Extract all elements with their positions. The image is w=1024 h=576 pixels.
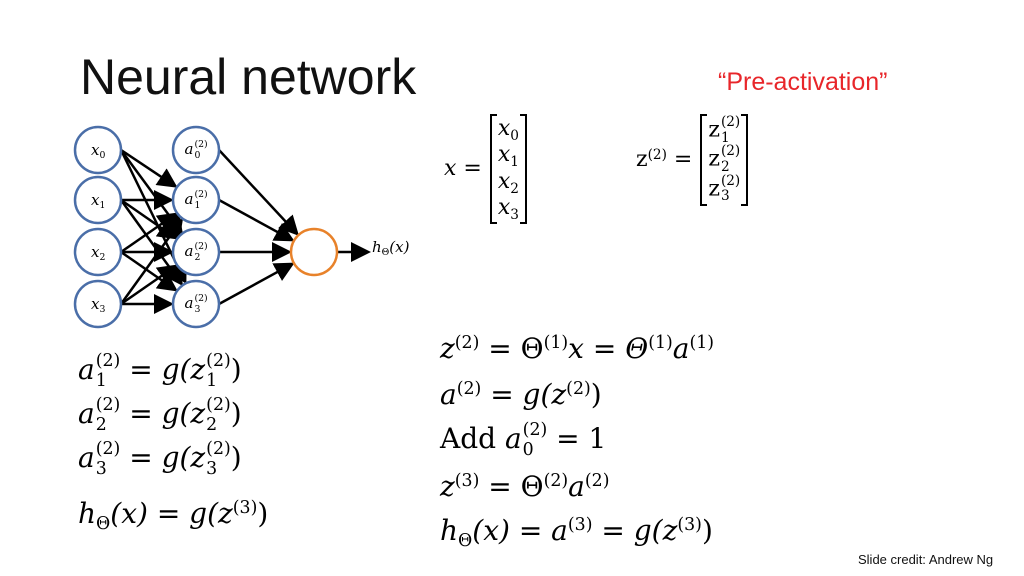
network-nodes bbox=[73, 125, 339, 329]
network-edges bbox=[119, 148, 371, 314]
node-label: x2 bbox=[91, 243, 106, 264]
node-label: a(2)1 bbox=[184, 189, 208, 211]
hidden-node-0 bbox=[171, 125, 221, 175]
vector-entry: x1 bbox=[497, 142, 519, 171]
input-node-1 bbox=[73, 175, 123, 225]
edge-hidden-0-output bbox=[218, 149, 300, 236]
edge-input-2-hidden-1 bbox=[120, 212, 178, 254]
right-equation-2: a(2) = g(z(2)) bbox=[440, 378, 602, 411]
vector-entry: z(2)2 bbox=[708, 143, 741, 175]
input-node-0 bbox=[73, 125, 123, 175]
edge-hidden-3-output bbox=[218, 262, 295, 306]
left-output-equation: hΘ(x) = g(z(3)) bbox=[78, 497, 269, 535]
node-label: x3 bbox=[91, 295, 106, 316]
hidden-node-1 bbox=[171, 175, 221, 225]
edge-input-2-hidden-3 bbox=[120, 250, 178, 292]
slide-credit: Slide credit: Andrew Ng bbox=[858, 552, 994, 567]
vector-entry: x2 bbox=[497, 168, 519, 197]
slide-title: Neural network bbox=[80, 49, 417, 105]
node-label: a(2)2 bbox=[184, 241, 208, 263]
right-equation-3: Add a(2)0 = 1 bbox=[440, 420, 607, 460]
edge-input-0-hidden-1 bbox=[120, 148, 178, 188]
node-label: x1 bbox=[91, 191, 106, 212]
vector-entry: z(2)3 bbox=[708, 172, 741, 205]
output-node bbox=[289, 227, 339, 277]
hidden-node-3 bbox=[171, 279, 221, 329]
node-label: a(2)3 bbox=[184, 293, 208, 315]
left-equation: a(2)1 = g(z(2)1) bbox=[78, 350, 242, 391]
left-equation: a(2)2 = g(z(2)2) bbox=[78, 394, 242, 435]
right-equation-5: hΘ(x) = a(3) = g(z(3)) bbox=[440, 514, 713, 552]
edge-input-3-hidden-2 bbox=[120, 264, 178, 306]
edge-hidden-1-output bbox=[218, 198, 295, 242]
vector-entry: x0 bbox=[497, 116, 519, 144]
input-node-3 bbox=[73, 279, 123, 329]
output-label: hΘ(x) bbox=[372, 238, 410, 259]
left-equation: a(2)3 = g(z(2)3) bbox=[78, 438, 242, 479]
left-equations: a(2)1 = g(z(2)1)a(2)2 = g(z(2)2)a(2)3 = … bbox=[78, 348, 242, 480]
node-label: x0 bbox=[91, 141, 106, 162]
pre-activation-annotation: “Pre-activation” bbox=[718, 68, 888, 96]
right-equation-4: z(3) = Θ(2)a(2) bbox=[440, 470, 610, 503]
right-equation-1: z(2) = Θ(1)x = Θ(1)a(1) bbox=[440, 332, 715, 365]
vector-entry: x3 bbox=[497, 195, 519, 223]
hidden-node-2 bbox=[171, 227, 221, 277]
input-node-2 bbox=[73, 227, 123, 277]
vector-entry: z(2)1 bbox=[708, 114, 741, 146]
edge-input-3-hidden-1 bbox=[119, 217, 184, 305]
node-label: a(2)0 bbox=[184, 139, 208, 161]
